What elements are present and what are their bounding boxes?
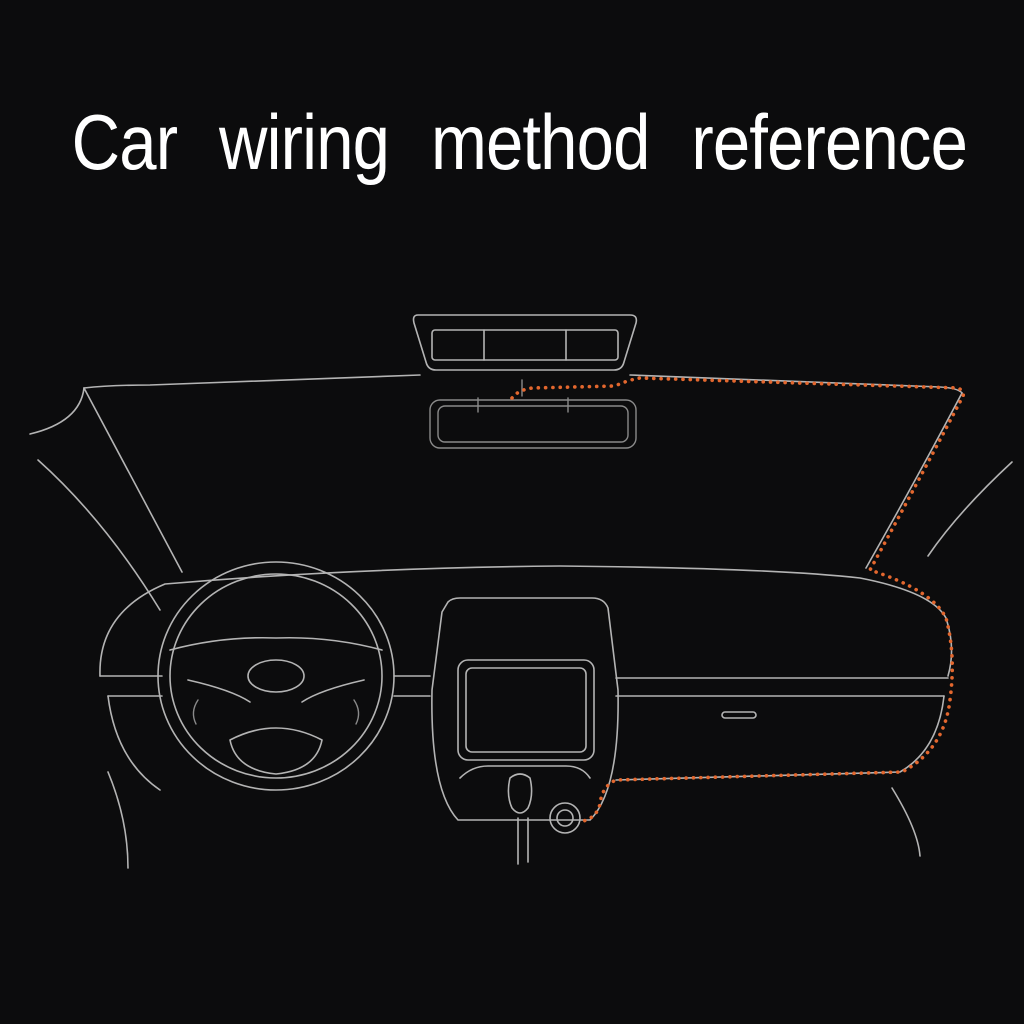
dashboard: [99, 565, 953, 791]
windshield-frame: [29, 374, 963, 573]
center-console: [431, 597, 619, 865]
overhead-console: [412, 314, 638, 371]
door-lines: [37, 459, 1013, 869]
power-socket: [549, 802, 581, 834]
page-title: Car wiring method reference: [71, 98, 968, 186]
steering-wheel: [157, 561, 395, 791]
dash-cam-mirror-device: [429, 379, 637, 449]
cable-route: [510, 376, 966, 824]
